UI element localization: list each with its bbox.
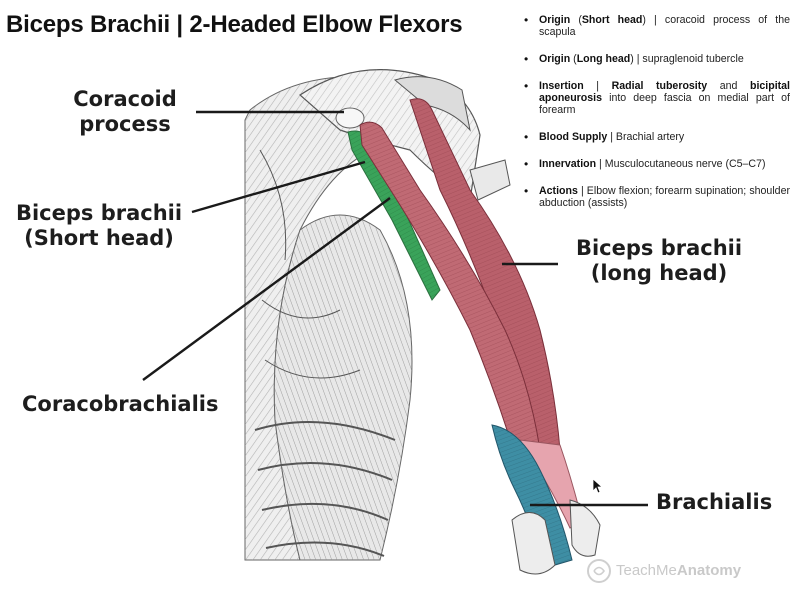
fact-actions: Actions | Elbow flexion; forearm supinat… [518,185,790,209]
label-brachialis: Brachialis [656,490,773,514]
fact-insertion: Insertion | Radial tuberosity and bicipi… [518,80,790,116]
fact-blood-supply: Blood Supply | Brachial artery [518,131,790,143]
fact-origin-long: Origin (Long head) | supraglenoid tuberc… [518,53,790,65]
leader-coracobrachialis [142,197,391,381]
thorax-engraving [244,76,413,561]
fact-innervation: Innervation | Musculocutaneous nerve (C5… [518,158,790,170]
label-biceps-long-head: Biceps brachii(long head) [575,236,743,285]
watermark: TeachMeAnatomy [616,562,742,579]
leader-short-head [191,160,366,214]
elbow-engraving [511,512,556,575]
label-coracobrachialis: Coracobrachialis [22,392,219,416]
label-biceps-short-head: Biceps brachii(Short head) [15,201,183,250]
facts-list: Origin (Short head) | coracoid process o… [518,14,790,224]
page-title: Biceps Brachii | 2-Headed Elbow Flexors [6,11,463,38]
mouse-cursor-icon [592,478,604,494]
teachmeanatomy-logo-icon [587,559,611,583]
fact-origin-short: Origin (Short head) | coracoid process o… [518,14,790,38]
